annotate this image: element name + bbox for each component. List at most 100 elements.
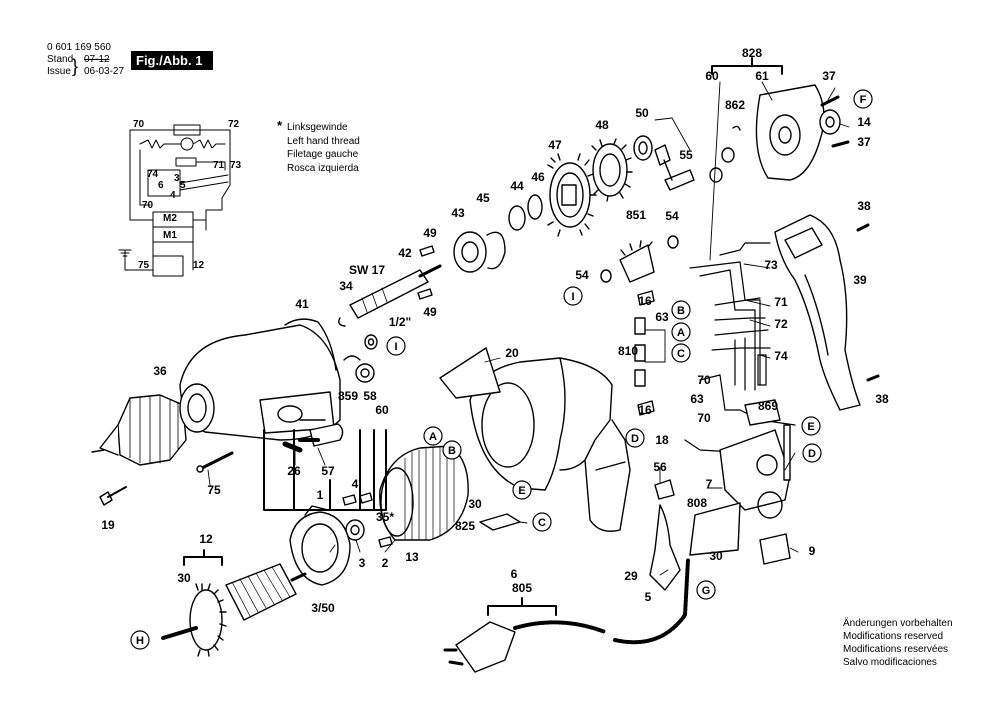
- gear-48: [591, 138, 633, 202]
- callout-letter: A: [677, 327, 685, 339]
- modifications-note: Änderungen vorbehalten Modifications res…: [843, 617, 953, 669]
- part-number-label: 3/50: [311, 601, 335, 615]
- part-number-label: 46: [531, 170, 545, 184]
- drill-chuck: [91, 394, 187, 466]
- part-number-label: 4: [352, 477, 359, 491]
- wiring-label: M2: [163, 213, 177, 224]
- callout-letter: F: [860, 94, 867, 106]
- figure-label: Fig./Abb. 1: [131, 51, 213, 70]
- fan-guide-29: [289, 505, 351, 586]
- part-number-label: 37: [857, 135, 871, 149]
- wiring-label: 74: [147, 169, 159, 180]
- part-number-label: 45: [476, 191, 490, 205]
- wiring-label: 70: [133, 119, 145, 130]
- switch-4: [719, 399, 791, 511]
- wiring-label: 6: [158, 180, 164, 191]
- part-number-label: 7: [706, 477, 713, 491]
- suppressor-810: [634, 317, 646, 387]
- callout-circle: [801, 416, 821, 436]
- callout-circle: [671, 343, 691, 363]
- trigger-12: [757, 491, 791, 565]
- part-number-label: 54: [575, 268, 589, 282]
- issue-label: Issue: [47, 66, 71, 77]
- screw-57: [282, 441, 303, 453]
- part-number-label: 49: [423, 305, 437, 319]
- callout-letter: E: [518, 485, 525, 497]
- callout-circle: [512, 480, 532, 500]
- washer-54: [600, 269, 612, 283]
- callout-letter: D: [631, 433, 639, 445]
- part-number-label: 48: [595, 118, 609, 132]
- wiring-label: 12: [193, 260, 205, 271]
- thread-note-line: Left hand thread: [287, 135, 360, 147]
- callout-circle: [802, 443, 822, 463]
- part-number-label: 30: [709, 549, 723, 563]
- part-number-label: 20: [505, 346, 519, 360]
- wiring-label: 4: [170, 190, 176, 201]
- part-number-label: 16: [638, 294, 652, 308]
- part-number-label: 42: [398, 246, 412, 260]
- modifications-line: Modifications reservées: [843, 644, 949, 655]
- part-number-label: 35*: [376, 510, 394, 524]
- bracket-lines: [183, 57, 783, 616]
- part-number-label: 56: [653, 460, 667, 474]
- part-number-label: 1/2": [389, 315, 411, 329]
- part-number-label: 2: [382, 556, 389, 570]
- callout-letter: C: [677, 348, 685, 360]
- modifications-line: Änderungen vorbehalten: [843, 618, 953, 629]
- callout-letter: I: [394, 341, 397, 353]
- part-number-label: 14: [857, 115, 871, 129]
- part-number-label: 74: [774, 349, 788, 363]
- part-number-label: SW 17: [349, 263, 385, 277]
- part-number-label: 72: [774, 317, 788, 331]
- part-number-label: 70: [697, 373, 711, 387]
- brush-holder-56: [298, 423, 344, 447]
- screws-38: [856, 223, 880, 382]
- keys-49: [417, 245, 435, 300]
- part-number-label: 30: [177, 571, 191, 585]
- armature: [161, 563, 307, 657]
- part-number-label: 57: [321, 464, 335, 478]
- part-number-label: 43: [451, 206, 465, 220]
- part-number-label: 73: [764, 258, 778, 272]
- part-number-label: 75: [207, 483, 221, 497]
- part-number-label: 805: [512, 581, 532, 595]
- cable-protector-6: [649, 504, 681, 591]
- header-brace: }: [72, 56, 79, 76]
- bearing-flange-828: [755, 84, 825, 181]
- part-number-label: 1: [317, 488, 324, 502]
- stator: [379, 445, 469, 541]
- callout-circle: [386, 336, 406, 356]
- part-number-label: 808: [687, 496, 707, 510]
- old-date: 07-12: [84, 54, 110, 65]
- cable-clamp-7: [654, 479, 675, 500]
- wiring-label: 73: [230, 160, 242, 171]
- modifications-line: Modifications reserved: [843, 631, 944, 642]
- part-number-label: 63: [690, 392, 704, 406]
- part-number-label: 810: [618, 344, 638, 358]
- wiring-label: 71: [213, 160, 225, 171]
- callout-circle: [671, 300, 691, 320]
- modifications-line: Salvo modificaciones: [843, 657, 937, 668]
- wiring-label: 72: [228, 119, 240, 130]
- callout-letter: C: [538, 517, 546, 529]
- thread-note-line: Linksgewinde: [287, 122, 348, 133]
- part-number-label: 862: [725, 98, 745, 112]
- thread-note-line: Filetage gauche: [287, 149, 359, 160]
- power-cord: [443, 558, 690, 673]
- bushings-60: [709, 125, 741, 183]
- callout-circle: [423, 426, 443, 446]
- clip-44: [508, 194, 543, 231]
- wire-harness: [684, 242, 796, 453]
- label-9: [689, 502, 741, 556]
- leader-lines: [207, 81, 850, 576]
- callout-circle: [671, 322, 691, 342]
- part-number-label: 60: [705, 69, 719, 83]
- bearing-14: [819, 109, 841, 135]
- shift-lever-55: [654, 144, 695, 191]
- part-number-label: 828: [742, 46, 762, 60]
- spindle: [338, 264, 442, 327]
- callout-circle: [532, 512, 552, 532]
- part-number-label: 18: [655, 433, 669, 447]
